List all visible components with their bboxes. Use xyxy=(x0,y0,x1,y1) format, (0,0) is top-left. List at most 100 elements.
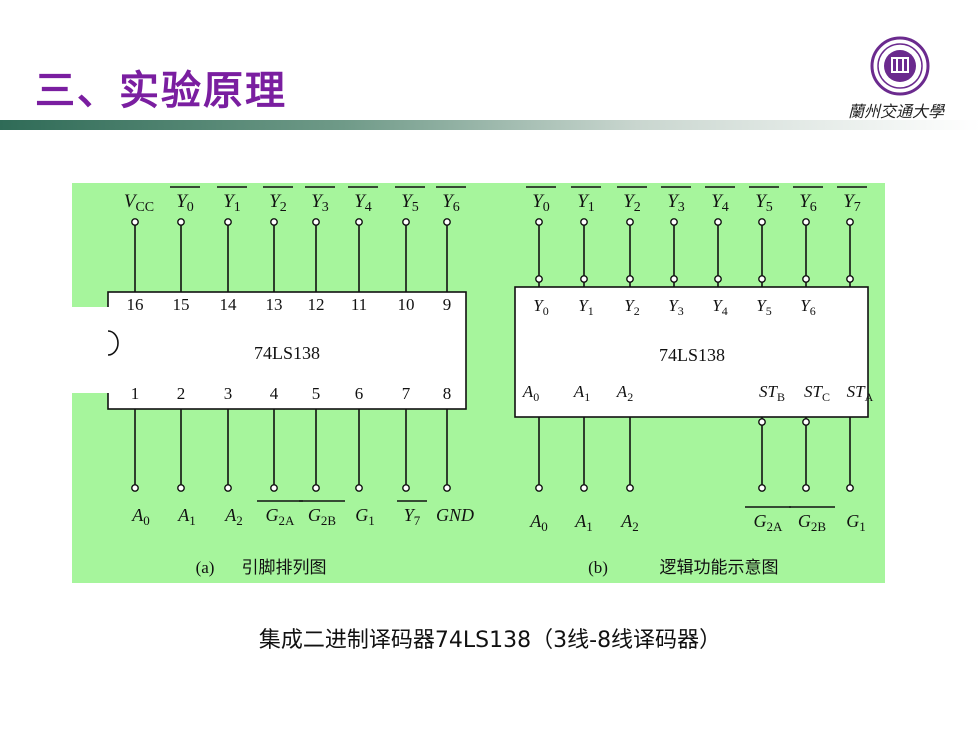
chip-a-top-pin-number: 16 xyxy=(127,295,144,314)
chip-b-top-pin-bubble xyxy=(580,218,588,226)
chip-a-top-pin-bubble xyxy=(312,218,320,226)
chip-b-bottom-right-bubble xyxy=(758,484,766,492)
chip-b-top-inversion-bubble xyxy=(714,275,722,283)
chip-b-caption-tag: (b) xyxy=(588,558,608,577)
chip-a-bottom-pin-bubble xyxy=(177,484,185,492)
chip-a-top-signal: Y1 xyxy=(223,191,241,215)
chip-b-inner-strobe: STC xyxy=(804,382,830,404)
chip-a-top-pin-number: 15 xyxy=(173,295,190,314)
chip-b-top-signal: Y5 xyxy=(755,191,773,215)
chip-b-top-pin-bubble xyxy=(626,218,634,226)
chip-a-bottom-signal: Y7 xyxy=(404,505,421,528)
slide-title: 三、实验原理 xyxy=(35,68,287,114)
chip-b-inner-address: A1 xyxy=(573,382,590,404)
chip-b-bottom-right-bubble xyxy=(846,484,854,492)
chip-a-top-pin-bubble xyxy=(355,218,363,226)
chip-a-bottom-pin-number: 3 xyxy=(224,384,233,403)
chip-a-caption-tag: (a) xyxy=(196,558,215,577)
chip-b-bottom-right-inversion-bubble xyxy=(802,418,810,426)
chip-b-inner-output: Y1 xyxy=(578,296,593,318)
chip-b-bottom-left-signal: A0 xyxy=(529,511,548,534)
chip-b-top-inversion-bubble xyxy=(802,275,810,283)
chip-b-bottom-right-signal: G2B xyxy=(798,511,827,534)
chip-b-inner-output: Y6 xyxy=(800,296,815,318)
chip-b-bottom-right-signal: G2A xyxy=(754,511,784,534)
chip-a-bottom-pin-bubble xyxy=(312,484,320,492)
chip-a-notch xyxy=(107,330,119,356)
chip-b-inner-output: Y0 xyxy=(533,296,548,318)
chip-b-top-signal: Y6 xyxy=(799,191,817,215)
chip-a-bottom-signal: A1 xyxy=(177,505,196,528)
chip-a-top-pin-number: 10 xyxy=(398,295,415,314)
chip-b-top-pin-bubble xyxy=(758,218,766,226)
chip-b-bottom-left-signal: A1 xyxy=(574,511,593,534)
chip-a-bottom-pin-bubble xyxy=(131,484,139,492)
chip-a-bottom-signal: GND xyxy=(436,505,474,525)
chip-a-bottom-signal: A2 xyxy=(224,505,243,528)
chip-a-bottom-signal: A0 xyxy=(131,505,150,528)
chip-a-top-pin-number: 14 xyxy=(220,295,238,314)
chip-a-bottom-pin-bubble xyxy=(443,484,451,492)
chip-a-top-signal: Y3 xyxy=(311,191,329,215)
chip-b-top-inversion-bubble xyxy=(626,275,634,283)
chip-a-bottom-pin-bubble xyxy=(224,484,232,492)
chip-b-top-pin-bubble xyxy=(802,218,810,226)
chip-a-bottom-signal: G2B xyxy=(308,505,337,528)
chip-a-body xyxy=(107,291,467,410)
chip-a-top-signal: Y2 xyxy=(269,191,287,215)
chip-b-inner-output: Y2 xyxy=(624,296,639,318)
chip-b-bottom-left-bubble xyxy=(535,484,543,492)
chip-b-top-inversion-bubble xyxy=(758,275,766,283)
chip-a-bottom-pin-bubble xyxy=(270,484,278,492)
chip-a-top-signal: Y5 xyxy=(401,191,419,215)
chip-b-inner-address: A0 xyxy=(522,382,539,404)
chip-a-caption-text: 引脚排列图 xyxy=(242,558,327,577)
chip-b-top-pin-bubble xyxy=(846,218,854,226)
chip-b-top-inversion-bubble xyxy=(670,275,678,283)
chip-b-top-inversion-bubble xyxy=(535,275,543,283)
chip-a-bottom-signal: G1 xyxy=(355,505,375,528)
chip-b-bottom-left-bubble xyxy=(626,484,634,492)
chip-a-bottom-pin-bubble xyxy=(402,484,410,492)
chip-b-top-signal: Y7 xyxy=(843,191,861,215)
chip-a-bottom-pin-number: 6 xyxy=(355,384,364,403)
university-logo-icon xyxy=(870,36,930,96)
chip-b-label: 74LS138 xyxy=(659,345,725,365)
chip-b-top-signal: Y3 xyxy=(667,191,685,215)
chip-a-bottom-pin-number: 5 xyxy=(312,384,321,403)
chip-b-top-signal: Y1 xyxy=(577,191,595,215)
chip-a-top-signal: VCC xyxy=(124,191,154,215)
chip-b-inner-strobe: STB xyxy=(759,382,785,404)
chip-a-bottom-pin-number: 1 xyxy=(131,384,140,403)
chip-a-top-pin-number: 9 xyxy=(443,295,452,314)
chip-b-bottom-right-inversion-bubble xyxy=(758,418,766,426)
chip-b-bottom-right-bubble xyxy=(802,484,810,492)
chip-b-top-inversion-bubble xyxy=(580,275,588,283)
chip-a-label: 74LS138 xyxy=(254,343,320,363)
chip-a-top-pin-number: 12 xyxy=(308,295,325,314)
chip-a-bottom-signal: G2A xyxy=(266,505,296,528)
chip-b-top-pin-bubble xyxy=(670,218,678,226)
chip-a-bottom-pin-number: 2 xyxy=(177,384,186,403)
chip-a-top-pin-bubble xyxy=(443,218,451,226)
chip-b-bottom-right-signal: G1 xyxy=(846,511,866,534)
chip-a-top-pin-bubble xyxy=(270,218,278,226)
chip-a-top-signal: Y0 xyxy=(176,191,194,215)
chip-b-bottom-left-bubble xyxy=(580,484,588,492)
decoder-diagram: 74LS138VCC16Y015Y114Y213Y312Y411Y510Y691… xyxy=(72,186,874,577)
chip-a-top-pin-number: 11 xyxy=(351,295,367,314)
chip-a-bottom-pin-number: 7 xyxy=(402,384,411,403)
chip-b-bottom-left-signal: A2 xyxy=(620,511,639,534)
chip-a-top-pin-number: 13 xyxy=(266,295,283,314)
chip-a-bottom-pin-number: 8 xyxy=(443,384,452,403)
chip-b-inner-output: Y5 xyxy=(756,296,771,318)
chip-b-top-signal: Y2 xyxy=(623,191,641,215)
chip-b-inner-output: Y3 xyxy=(668,296,683,318)
chip-b-caption-text: 逻辑功能示意图 xyxy=(660,558,779,577)
chip-b-body xyxy=(514,286,869,418)
chip-b-inner-output: Y4 xyxy=(712,296,727,318)
chip-b-inner-strobe: STA xyxy=(847,382,874,404)
chip-a-bottom-pin-number: 4 xyxy=(270,384,279,403)
chip-a-top-signal: Y4 xyxy=(354,191,372,215)
